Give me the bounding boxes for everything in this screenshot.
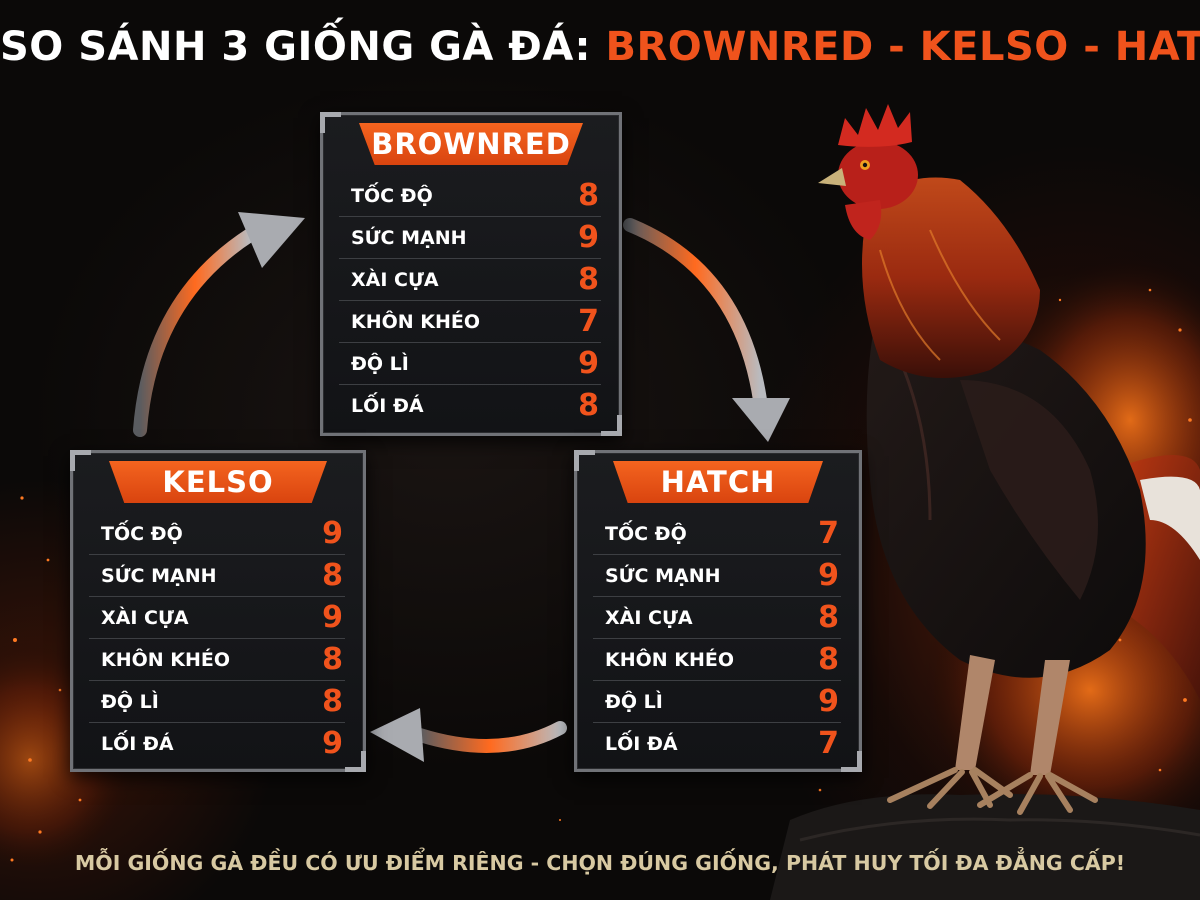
- footer-tagline: MỖI GIỐNG GÀ ĐỀU CÓ ƯU ĐIỂM RIÊNG - CHỌN…: [74, 851, 1126, 875]
- stat-row: XÀI CỰA 9: [89, 597, 345, 639]
- page-title: SO SÁNH 3 GIỐNG GÀ ĐÁ: BROWNRED - KELSO …: [0, 24, 1200, 70]
- stat-label: TỐC ĐỘ: [101, 522, 183, 545]
- stat-row: LỐI ĐÁ 9: [89, 723, 345, 764]
- stat-value: 7: [578, 304, 599, 339]
- stat-label: LỐI ĐÁ: [351, 394, 424, 417]
- stat-label: XÀI CỰA: [101, 606, 189, 629]
- breed-card-kelso: KELSO TỐC ĐỘ 9 SỨC MẠNH 8 XÀI CỰA 9 KHÔN KH…: [70, 450, 366, 772]
- rock: [770, 794, 1200, 900]
- cycle-arrow-icon: [370, 708, 567, 762]
- cycle-arrow-icon: [133, 212, 305, 437]
- stat-label: SỨC MẠNH: [351, 226, 467, 249]
- stat-value: 9: [818, 558, 839, 593]
- stat-row: ĐỘ LÌ 9: [339, 343, 601, 385]
- stat-row: XÀI CỰA 8: [593, 597, 841, 639]
- stat-label: TỐC ĐỘ: [605, 522, 687, 545]
- stat-row: SỨC MẠNH 9: [339, 217, 601, 259]
- stat-row: TỐC ĐỘ 8: [339, 175, 601, 217]
- stat-value: 8: [322, 642, 343, 677]
- stat-value: 9: [322, 516, 343, 551]
- stat-row: LỐI ĐÁ 7: [593, 723, 841, 764]
- stat-row: ĐỘ LÌ 9: [593, 681, 841, 723]
- stat-value: 8: [322, 558, 343, 593]
- stats-table: TỐC ĐỘ 9 SỨC MẠNH 8 XÀI CỰA 9 KHÔN KHÉO 8 ĐỘ…: [89, 513, 345, 764]
- stat-label: LỐI ĐÁ: [101, 732, 174, 755]
- breed-name-banner: HATCH: [613, 461, 823, 503]
- stat-value: 7: [818, 726, 839, 761]
- stat-value: 9: [322, 600, 343, 635]
- stat-label: ĐỘ LÌ: [605, 690, 663, 713]
- stat-row: KHÔN KHÉO 7: [339, 301, 601, 343]
- stat-value: 9: [578, 346, 599, 381]
- stat-label: XÀI CỰA: [605, 606, 693, 629]
- title-prefix: SO SÁNH 3 GIỐNG GÀ ĐÁ:: [0, 24, 592, 70]
- stat-value: 8: [818, 642, 839, 677]
- stat-label: KHÔN KHÉO: [605, 648, 735, 671]
- stat-value: 9: [818, 684, 839, 719]
- stat-label: SỨC MẠNH: [101, 564, 217, 587]
- breed-card-brownred: BROWNRED TỐC ĐỘ 8 SỨC MẠNH 9 XÀI CỰA 8 KHÔN…: [320, 112, 622, 436]
- stat-label: LỐI ĐÁ: [605, 732, 678, 755]
- cycle-arrow-icon: [623, 218, 790, 442]
- stat-value: 8: [578, 178, 599, 213]
- stat-value: 8: [578, 262, 599, 297]
- stat-row: SỨC MẠNH 8: [89, 555, 345, 597]
- stat-label: KHÔN KHÉO: [101, 648, 231, 671]
- stat-row: SỨC MẠNH 9: [593, 555, 841, 597]
- stat-label: SỨC MẠNH: [605, 564, 721, 587]
- stat-label: TỐC ĐỘ: [351, 184, 433, 207]
- stat-row: KHÔN KHÉO 8: [593, 639, 841, 681]
- stat-value: 8: [578, 388, 599, 423]
- stat-value: 7: [818, 516, 839, 551]
- stat-row: XÀI CỰA 8: [339, 259, 601, 301]
- stat-label: XÀI CỰA: [351, 268, 439, 291]
- breed-name-banner: BROWNRED: [359, 123, 583, 165]
- stat-value: 9: [578, 220, 599, 255]
- stat-row: TỐC ĐỘ 7: [593, 513, 841, 555]
- stat-label: ĐỘ LÌ: [101, 690, 159, 713]
- stat-label: KHÔN KHÉO: [351, 310, 481, 333]
- stat-row: TỐC ĐỘ 9: [89, 513, 345, 555]
- stat-value: 8: [818, 600, 839, 635]
- stat-row: ĐỘ LÌ 8: [89, 681, 345, 723]
- rooster-illustration: [818, 104, 1200, 815]
- title-highlight: BROWNRED - KELSO - HATCH: [605, 24, 1200, 70]
- breed-name-banner: KELSO: [109, 461, 327, 503]
- stat-value: 8: [322, 684, 343, 719]
- stat-row: LỐI ĐÁ 8: [339, 385, 601, 426]
- stat-value: 9: [322, 726, 343, 761]
- breed-card-hatch: HATCH TỐC ĐỘ 7 SỨC MẠNH 9 XÀI CỰA 8 KHÔN KH…: [574, 450, 862, 772]
- stat-row: KHÔN KHÉO 8: [89, 639, 345, 681]
- stat-label: ĐỘ LÌ: [351, 352, 409, 375]
- stats-table: TỐC ĐỘ 7 SỨC MẠNH 9 XÀI CỰA 8 KHÔN KHÉO 8 ĐỘ…: [593, 513, 841, 764]
- stats-table: TỐC ĐỘ 8 SỨC MẠNH 9 XÀI CỰA 8 KHÔN KHÉO 7 ĐỘ…: [339, 175, 601, 426]
